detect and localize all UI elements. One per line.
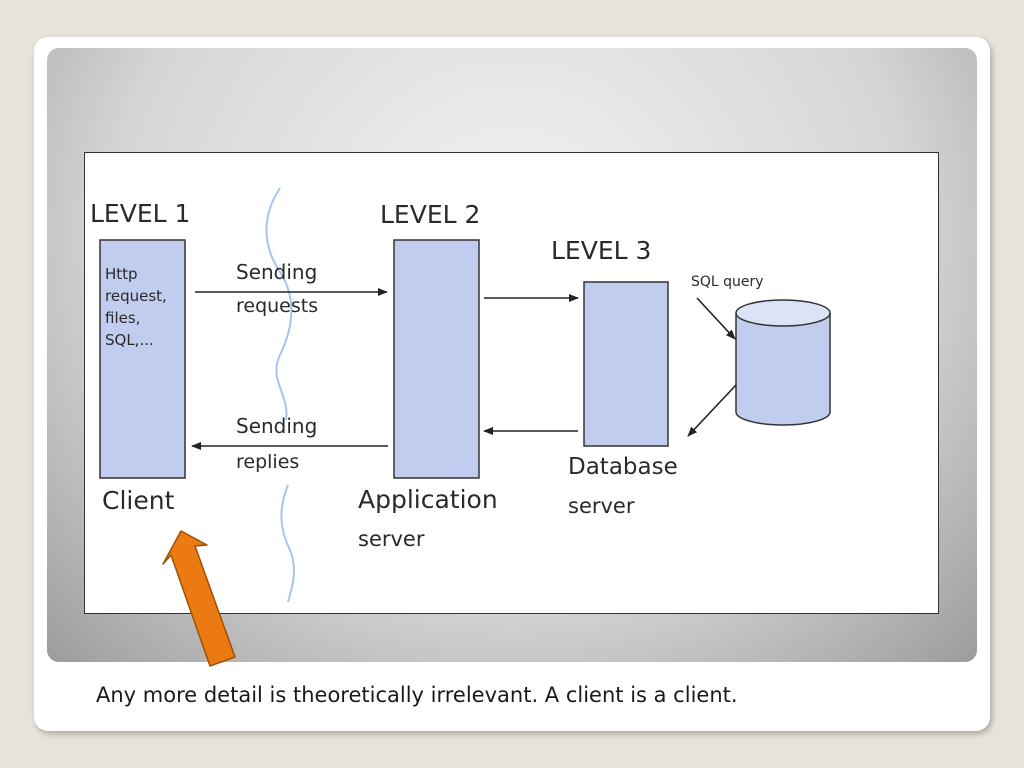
client-box-line-3: files, [105, 309, 140, 327]
client-box [99, 239, 186, 479]
application-server-box [393, 239, 480, 479]
database-cylinder-icon [735, 299, 831, 426]
orange-pointer-arrow-icon [162, 530, 236, 667]
tier-divider-lower [280, 484, 295, 603]
client-box-line-2: request, [105, 287, 167, 305]
database-server-label-line-1: Database [568, 454, 678, 480]
application-server-label-line-1: Application [358, 485, 498, 514]
sending-replies-label-line-2: replies [236, 451, 299, 473]
sql-result-arrow [687, 384, 737, 437]
sending-requests-label-line-2: requests [236, 295, 318, 317]
database-server-label-line-2: server [568, 494, 635, 518]
tier-divider-upper [265, 187, 293, 421]
database-server-box [583, 281, 669, 447]
client-box-line-4: SQL,... [105, 331, 154, 349]
sending-replies-label-line-1: Sending [236, 414, 317, 438]
slide-caption: Any more detail is theoretically irrelev… [96, 683, 738, 707]
client-box-line-1: Http [105, 265, 138, 283]
sql-query-arrow [696, 297, 736, 340]
level-3-label: LEVEL 3 [551, 236, 651, 265]
level-1-label: LEVEL 1 [90, 199, 190, 228]
sending-requests-label-line-1: Sending [236, 260, 317, 284]
application-server-label-line-2: server [358, 527, 425, 551]
level-2-label: LEVEL 2 [380, 200, 480, 229]
client-label: Client [102, 486, 175, 515]
sql-query-label: SQL query [691, 274, 764, 290]
